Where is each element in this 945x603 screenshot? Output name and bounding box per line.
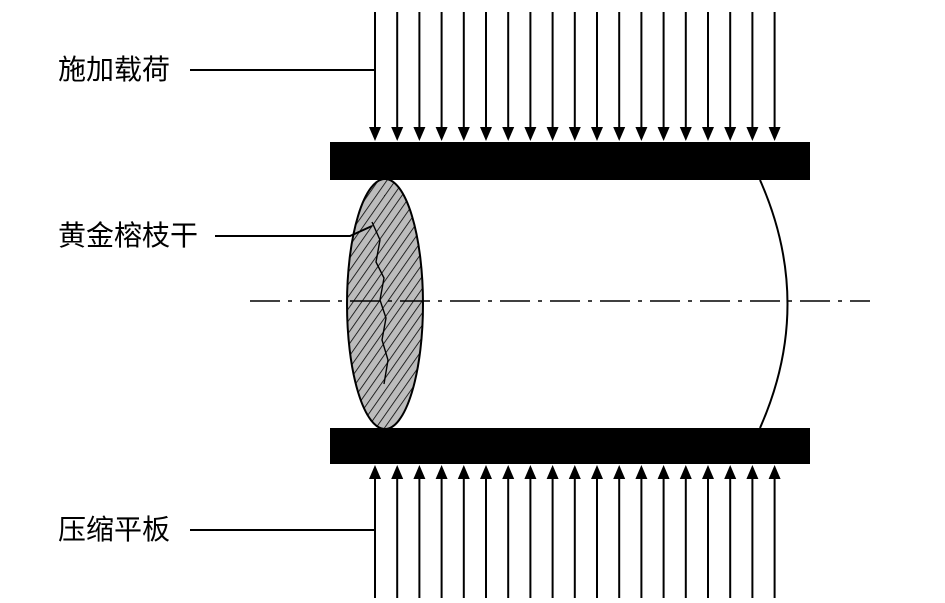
load-arrowhead xyxy=(413,127,426,141)
load-arrowhead xyxy=(524,127,537,141)
reaction-arrowhead xyxy=(457,465,470,479)
load-arrowhead xyxy=(702,127,714,141)
reaction-arrowhead xyxy=(746,465,759,479)
load-arrowhead xyxy=(369,127,381,141)
reaction-arrowhead xyxy=(480,465,492,479)
branch-leader xyxy=(215,225,373,237)
top-compression-plate xyxy=(330,142,810,180)
load-arrowhead xyxy=(724,127,737,141)
reaction-arrowhead xyxy=(435,465,448,479)
reaction-arrowhead xyxy=(391,465,404,479)
load-arrowhead xyxy=(457,127,470,141)
load-arrowhead xyxy=(679,127,692,141)
load-arrowhead xyxy=(546,127,559,141)
load-arrowhead xyxy=(613,127,626,141)
reaction-arrowhead xyxy=(369,465,381,479)
reaction-arrowhead xyxy=(702,465,714,479)
compression-plate-label: 压缩平板 xyxy=(58,513,171,546)
reaction-arrowhead xyxy=(524,465,537,479)
reaction-arrowhead xyxy=(679,465,692,479)
load-arrowhead xyxy=(502,127,515,141)
cross-section-crack xyxy=(371,221,389,385)
bottom-compression-plate xyxy=(330,428,810,464)
applied-load-lines xyxy=(369,12,781,141)
reaction-arrowhead xyxy=(768,465,781,479)
reaction-arrowhead xyxy=(413,465,426,479)
load-arrowhead xyxy=(435,127,448,141)
reaction-arrowhead xyxy=(635,465,648,479)
load-arrowhead xyxy=(480,127,492,141)
reaction-arrowhead xyxy=(724,465,737,479)
load-arrowhead xyxy=(591,127,603,141)
branch-cross-section xyxy=(346,178,424,430)
branch-right-outline xyxy=(759,179,789,429)
reaction-arrowhead xyxy=(502,465,515,479)
banyan-branch-label: 黄金榕枝干 xyxy=(58,219,199,252)
load-arrowhead xyxy=(746,127,759,141)
reaction-arrowhead xyxy=(568,465,581,479)
reaction-arrowhead xyxy=(657,465,670,479)
reaction-load-lines xyxy=(369,465,781,598)
reaction-arrowhead xyxy=(613,465,626,479)
load-arrowhead xyxy=(568,127,581,141)
load-arrowhead xyxy=(768,127,781,141)
load-arrowhead xyxy=(657,127,670,141)
reaction-arrowhead xyxy=(546,465,559,479)
load-arrowhead xyxy=(635,127,648,141)
load-arrowhead xyxy=(391,127,404,141)
reaction-arrowhead xyxy=(591,465,603,479)
applied-load-label: 施加载荷 xyxy=(58,53,171,86)
